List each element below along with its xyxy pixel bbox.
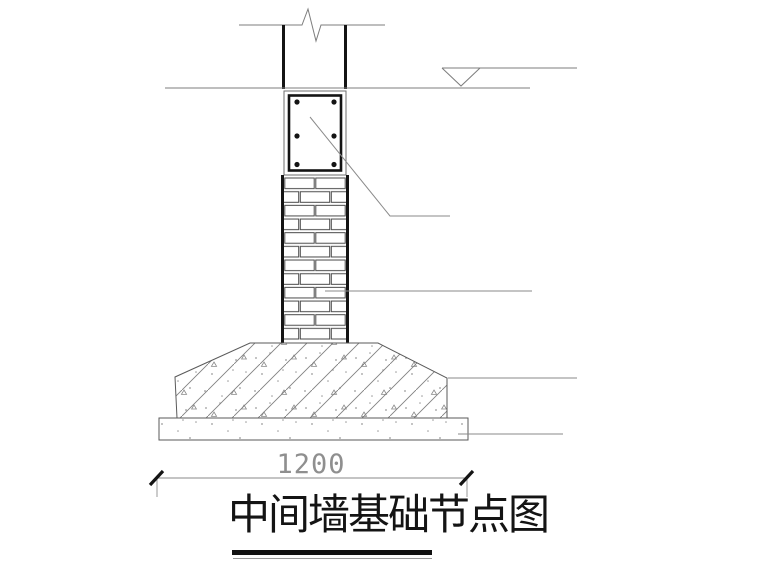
dimension-tick-left: [148, 469, 165, 487]
dimension: 1200: [148, 449, 475, 497]
drawing-title: 中间墙基础节点图: [228, 493, 550, 539]
rebar-dots: [294, 99, 337, 168]
upper-wall-edges: [282, 25, 347, 89]
wall-break-symbol: [239, 7, 385, 43]
foundation-hatch: [175, 343, 447, 418]
level-symbol-icon: [441, 67, 577, 87]
title-underline-thick: [232, 550, 432, 555]
beam-leader-line: [309, 116, 450, 217]
foundation-trapezoid: [174, 342, 448, 419]
dimension-text: 1200: [276, 449, 345, 480]
brick-wall: [281, 175, 349, 343]
dimension-tick-right: [458, 469, 475, 487]
bedding-slab: [158, 417, 469, 441]
ring-beam-section: [283, 90, 347, 176]
title-underline-thin: [233, 558, 432, 559]
stirrup-outline: [287, 94, 343, 172]
